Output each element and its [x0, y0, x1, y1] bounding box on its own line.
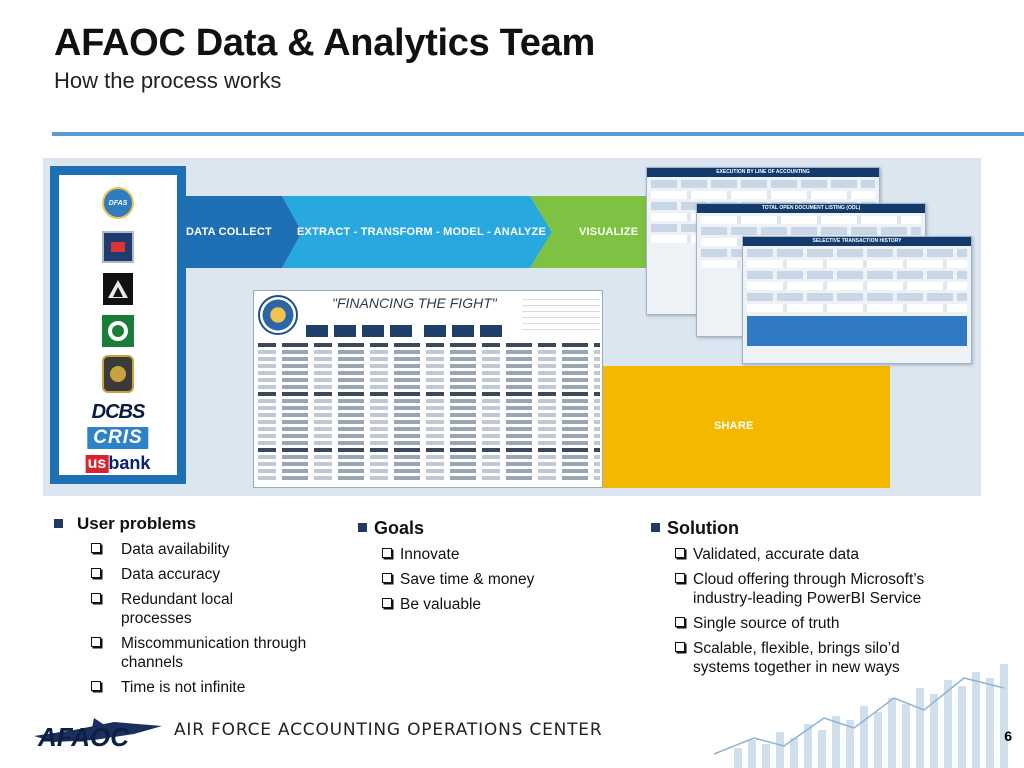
table-row	[258, 378, 600, 382]
data-sources-box: DFAS DCBS CRIS us bank	[50, 166, 186, 484]
list-item: Data accuracy	[91, 565, 334, 584]
data-sources-list: DFAS DCBS CRIS us bank	[59, 175, 177, 475]
table-row	[258, 462, 600, 466]
report-title: "FINANCING THE FIGHT"	[332, 295, 497, 311]
list-item: Time is not infinite	[91, 678, 334, 697]
list-item: Save time & money	[382, 570, 598, 589]
table-row	[258, 469, 600, 473]
collect-label: DATA COLLECT	[186, 226, 272, 238]
checkbox-bullet-icon	[675, 573, 685, 583]
list-item: Scalable, flexible, brings silo’d system…	[675, 639, 991, 677]
seal-icon	[110, 366, 126, 382]
bullet-icon	[358, 523, 367, 532]
goals-column: Goals Innovate Save time & money Be valu…	[358, 518, 598, 614]
shield-icon	[111, 242, 125, 252]
title-divider	[52, 132, 1024, 136]
table-row	[258, 350, 600, 354]
table-row	[258, 371, 600, 375]
dashboard-title: TOTAL OPEN DOCUMENT LISTING (ODL)	[697, 204, 925, 213]
table-row	[258, 343, 600, 347]
report-filter-button	[390, 325, 412, 337]
afaoc-logo-text: AFAOC	[37, 722, 130, 752]
table-row	[258, 357, 600, 361]
organization-name: AIR FORCE ACCOUNTING OPERATIONS CENTER	[174, 720, 603, 740]
report-filter-button	[362, 325, 384, 337]
checkbox-bullet-icon	[675, 617, 685, 627]
agency-seal-logo	[102, 355, 134, 393]
green-ring-logo	[102, 315, 134, 347]
user-problems-heading: User problems	[54, 514, 334, 534]
cris-logo: CRIS	[87, 427, 149, 449]
slide-subtitle: How the process works	[54, 68, 282, 93]
list-item: Validated, accurate data	[675, 545, 991, 564]
list-item: Data availability	[91, 540, 334, 559]
checkbox-bullet-icon	[91, 593, 101, 603]
page-number: 6	[1004, 728, 1012, 744]
report-filter-button	[334, 325, 356, 337]
jet-logo-icon: AFAOC	[34, 718, 162, 752]
table-row	[258, 434, 600, 438]
financing-report-screenshot: "FINANCING THE FIGHT"	[253, 290, 603, 488]
checkbox-bullet-icon	[675, 548, 685, 558]
report-filter-button	[424, 325, 446, 337]
transform-label: EXTRACT - TRANSFORM - MODEL - ANALYZE	[297, 226, 546, 238]
bullet-icon	[54, 519, 63, 528]
table-row	[258, 392, 600, 396]
share-label: SHARE	[714, 420, 754, 432]
ring-icon	[108, 321, 128, 341]
checkbox-bullet-icon	[91, 543, 101, 553]
bullet-icon	[651, 523, 660, 532]
list-item: Cloud offering through Microsoft’s indus…	[675, 570, 991, 608]
slide-title: AFAOC Data & Analytics Team	[54, 22, 595, 64]
table-row	[258, 441, 600, 445]
checkbox-bullet-icon	[382, 598, 392, 608]
table-row	[258, 399, 600, 403]
table-row	[258, 364, 600, 368]
report-filter-button	[452, 325, 474, 337]
checkbox-bullet-icon	[91, 637, 101, 647]
triangle-icon	[108, 280, 128, 298]
list-item: Single source of truth	[675, 614, 991, 633]
report-filter-button	[480, 325, 502, 337]
solution-heading: Solution	[651, 518, 991, 539]
user-problems-column: User problems Data availability Data acc…	[54, 514, 334, 697]
report-table	[258, 343, 600, 483]
dashboard-title: SELECTIVE TRANSACTION HISTORY	[743, 237, 971, 246]
checkbox-bullet-icon	[675, 642, 685, 652]
table-row	[258, 406, 600, 410]
visualize-label: VISUALIZE	[579, 226, 639, 238]
table-row	[258, 420, 600, 424]
dcbs-logo: DCBS	[91, 401, 146, 423]
checkbox-bullet-icon	[382, 573, 392, 583]
report-summary-table	[522, 295, 600, 335]
goals-heading: Goals	[358, 518, 598, 539]
table-row	[258, 427, 600, 431]
solution-column: Solution Validated, accurate data Cloud …	[651, 518, 991, 677]
dashboard-title: EXECUTION BY LINE OF ACCOUNTING	[647, 168, 879, 177]
checkbox-bullet-icon	[382, 548, 392, 558]
list-item: Innovate	[382, 545, 598, 564]
afaoc-logo: AFAOC	[34, 712, 164, 757]
checkbox-bullet-icon	[91, 568, 101, 578]
dfas-logo: DFAS	[102, 187, 134, 219]
report-filter-button	[306, 325, 328, 337]
table-row	[258, 448, 600, 452]
table-row	[258, 413, 600, 417]
table-row	[258, 455, 600, 459]
table-row	[258, 476, 600, 480]
list-item: Be valuable	[382, 595, 598, 614]
list-item: Miscommunication through channels	[91, 634, 334, 672]
table-row	[258, 385, 600, 389]
delta-logo	[103, 273, 133, 305]
report-seal-icon	[258, 295, 298, 335]
decorative-chart-graphic	[713, 664, 1008, 768]
list-item: Redundant local processes	[91, 590, 334, 628]
checkbox-bullet-icon	[91, 681, 101, 691]
unit-shield-logo	[102, 231, 134, 263]
usbank-logo: us bank	[85, 453, 151, 473]
dashboard-transaction-history: SELECTIVE TRANSACTION HISTORY	[742, 236, 972, 364]
